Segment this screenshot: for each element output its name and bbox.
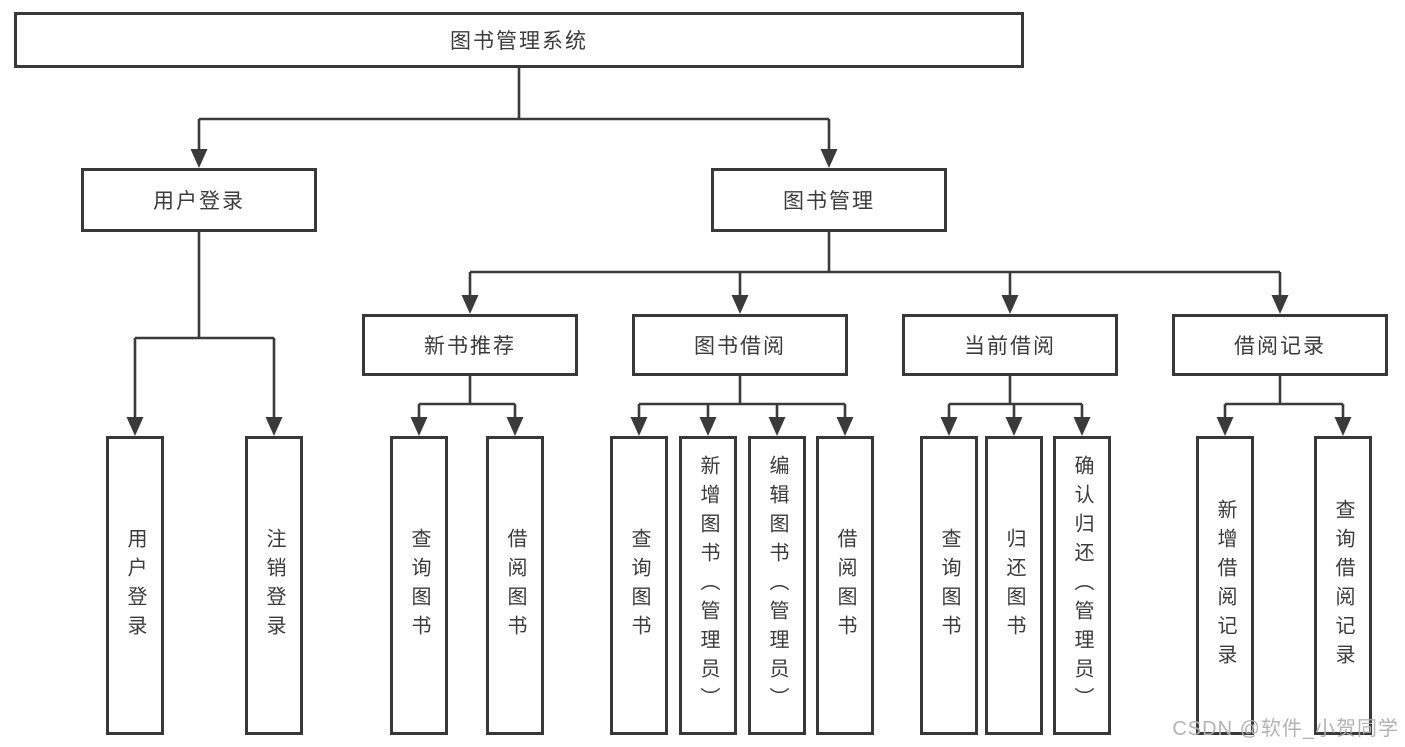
node-library-management-system: 图书管理系统 (14, 12, 1024, 68)
edge-borrow-records (1223, 376, 1345, 422)
leaf-query-books-current: 查询图书 (920, 436, 978, 735)
node-label: 新增图书（管理员） (697, 455, 719, 716)
csdn-watermark: CSDN @软件_小贺同学 (1172, 718, 1399, 740)
node-label: 新增借阅记录 (1214, 498, 1236, 673)
node-label: 确认归还（管理员） (1071, 455, 1093, 716)
leaf-add-books-admin: 新增图书（管理员） (679, 436, 737, 735)
node-label: 借阅图书 (504, 527, 526, 644)
edge-current-borrow (947, 376, 1084, 422)
leaf-user-login: 用户登录 (106, 436, 164, 735)
node-label: 用户登录 (124, 527, 146, 644)
leaf-query-borrow-record: 查询借阅记录 (1314, 436, 1372, 735)
node-label: 图书管理系统 (450, 30, 588, 53)
node-label: 借阅记录 (1234, 335, 1326, 358)
leaf-confirm-return-admin: 确认归还（管理员） (1053, 436, 1111, 735)
arrowheads (126, 149, 1352, 436)
node-label: 查询图书 (938, 527, 960, 644)
leaf-return-books: 归还图书 (985, 436, 1043, 735)
node-label: 图书借阅 (694, 335, 786, 358)
node-label: 借阅图书 (834, 527, 856, 644)
node-label: 编辑图书（管理员） (766, 455, 788, 716)
leaf-logout: 注销登录 (245, 436, 303, 735)
node-new-book-recommend: 新书推荐 (362, 314, 578, 376)
edge-user-login (133, 232, 276, 422)
node-label: 新书推荐 (424, 335, 516, 358)
node-label: 归还图书 (1003, 527, 1025, 644)
node-label: 图书管理 (783, 190, 875, 213)
node-label: 查询图书 (408, 527, 430, 644)
leaf-query-books-recommend: 查询图书 (390, 436, 448, 735)
node-label: 当前借阅 (964, 335, 1056, 358)
leaf-borrow-books: 借阅图书 (816, 436, 874, 735)
node-user-login: 用户登录 (81, 168, 317, 232)
edge-root (197, 68, 831, 154)
node-book-borrow: 图书借阅 (632, 314, 848, 376)
edge-book-management (468, 232, 1282, 300)
leaf-add-borrow-record: 新增借阅记录 (1196, 436, 1254, 735)
node-label: 查询图书 (628, 527, 650, 644)
node-current-borrow: 当前借阅 (902, 314, 1118, 376)
node-book-management: 图书管理 (711, 168, 947, 232)
leaf-edit-books-admin: 编辑图书（管理员） (748, 436, 806, 735)
edge-new-book-recommend (417, 376, 517, 422)
node-label: 注销登录 (263, 527, 285, 644)
node-label: 用户登录 (153, 190, 245, 213)
edge-book-borrow (637, 376, 847, 422)
node-borrow-records: 借阅记录 (1172, 314, 1388, 376)
node-label: 查询借阅记录 (1332, 498, 1354, 673)
leaf-borrow-books-recommend: 借阅图书 (486, 436, 544, 735)
leaf-query-books-borrow: 查询图书 (610, 436, 668, 735)
